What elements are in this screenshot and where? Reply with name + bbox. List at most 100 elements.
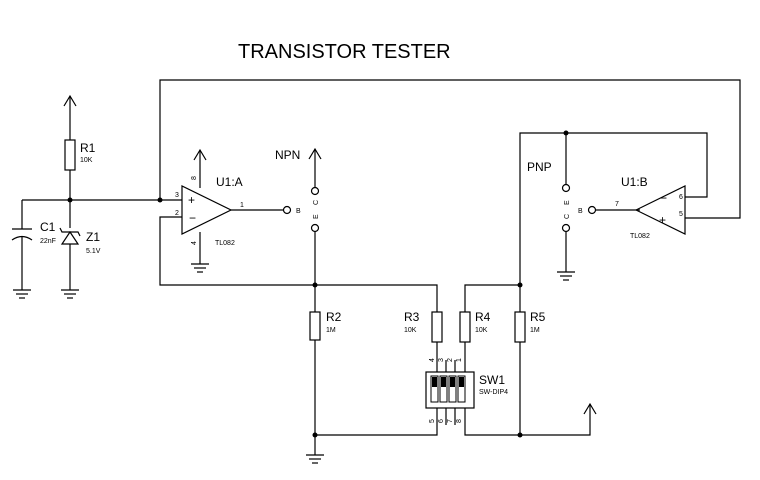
sw1-pin: 5 (429, 419, 436, 423)
sw1-pin: 3 (438, 358, 445, 362)
u1b-pin: 7 (615, 201, 619, 208)
u1a-pin: 4 (191, 241, 198, 245)
dip-switch-slot[interactable] (457, 375, 466, 403)
dip-switch-toggle (459, 377, 464, 387)
zener-z1: Z1 5.1V (59, 227, 101, 255)
power-arrow-icon (583, 402, 597, 415)
resistor-icon (64, 139, 76, 171)
u1a-plus: + (188, 193, 195, 207)
power-arrow-icon (63, 94, 77, 107)
dip-switch-slot[interactable] (448, 375, 457, 403)
sw1-pin: 7 (447, 419, 454, 423)
resistor-icon (459, 311, 471, 343)
resistor-r5: R5 1M (514, 310, 546, 343)
r2-value: 1M (326, 327, 336, 334)
resistor-icon (431, 311, 443, 343)
r1-ref: R1 (80, 141, 96, 155)
dip-switch-body (425, 371, 475, 409)
sw1-pin: 6 (438, 419, 445, 423)
resistor-r1: R1 10K (64, 139, 96, 171)
junction-dot (517, 282, 523, 288)
r2-ref: R2 (326, 310, 342, 324)
pnp-pin-c: C (564, 214, 571, 219)
capacitor-plate (11, 235, 33, 241)
socket-pin-c[interactable] (561, 223, 571, 233)
u1a-pin: 1 (240, 202, 244, 209)
opamp-icon (181, 185, 233, 235)
socket-pin-e[interactable] (561, 183, 571, 193)
u1b-pin: 6 (679, 194, 683, 201)
ground-icon (13, 289, 31, 299)
junction-dot (517, 432, 523, 438)
socket-pin-b[interactable] (587, 205, 597, 215)
sw1-value: SW-DIP4 (479, 389, 508, 396)
wires (21, 79, 741, 455)
u1b-pin: 5 (679, 211, 683, 218)
sw1-ref: SW1 (479, 373, 505, 387)
resistor-icon (514, 311, 526, 343)
z1-ref: Z1 (86, 230, 100, 244)
pnp-pin-e: E (564, 200, 571, 205)
u1b-minus: − (660, 191, 667, 205)
junction-dot (67, 197, 73, 203)
ground-icon (191, 263, 209, 273)
r5-value: 1M (530, 327, 540, 334)
ground-icon (306, 454, 324, 464)
schematic-title: TRANSISTOR TESTER (238, 41, 451, 63)
r3-ref: R3 (404, 310, 420, 324)
c1-value: 22nF (40, 238, 56, 245)
npn-pin-b: B (296, 208, 301, 215)
dip-switch-sw1: SW1 SW-DIP4 4 3 2 1 5 6 7 8 (425, 358, 508, 423)
ground-icon (557, 271, 575, 281)
u1a-ref: U1:A (216, 175, 243, 189)
junction-dot (563, 130, 569, 136)
power-arrow-icon (193, 148, 207, 161)
u1a-minus: − (189, 211, 196, 225)
socket-pin-c[interactable] (310, 186, 320, 196)
r4-value: 10K (475, 327, 488, 334)
u1a-pin: 8 (191, 176, 198, 180)
junction-dot (157, 197, 163, 203)
r5-ref: R5 (530, 310, 546, 324)
pnp-socket: PNP B E C (527, 160, 597, 233)
r3-value: 10K (404, 327, 417, 334)
u1a-pin: 2 (175, 210, 179, 217)
npn-socket: NPN B E C (275, 148, 320, 233)
capacitor-c1: C1 22nF (11, 220, 56, 245)
npn-label: NPN (275, 148, 300, 162)
dip-switch-toggle (432, 377, 437, 387)
sw1-pin: 8 (456, 419, 463, 423)
resistor-r3: R3 10K (404, 310, 443, 343)
zener-diode-icon (60, 230, 80, 245)
socket-pin-b[interactable] (282, 205, 292, 215)
z1-value: 5.1V (86, 248, 101, 255)
resistor-icon (309, 311, 321, 341)
u1a-pin: 3 (175, 192, 179, 199)
junctions (67, 130, 569, 438)
sw1-pin: 4 (429, 358, 436, 362)
sw1-pin: 1 (456, 358, 463, 362)
dip-switch-slot[interactable] (439, 375, 448, 403)
resistor-r4: R4 10K (459, 310, 491, 343)
u1b-ref: U1:B (621, 175, 648, 189)
npn-pin-e: E (313, 214, 320, 219)
npn-pin-c: C (313, 200, 320, 205)
resistor-r2: R2 1M (309, 310, 342, 341)
u1b-plus: + (659, 213, 666, 227)
dip-switch-toggle (450, 377, 455, 387)
opamp-u1b: − + U1:B TL082 6 5 7 (615, 175, 686, 240)
pnp-pin-b: B (578, 208, 583, 215)
pnp-label: PNP (527, 160, 552, 174)
r4-ref: R4 (475, 310, 491, 324)
c1-ref: C1 (40, 220, 56, 234)
power-arrow-icon (308, 147, 322, 160)
junction-dot (312, 282, 318, 288)
r1-value: 10K (80, 157, 93, 164)
u1a-value: TL082 (215, 240, 235, 247)
opamp-u1a: + − U1:A TL082 3 2 1 8 4 (175, 175, 244, 247)
dip-switch-slot[interactable] (430, 375, 439, 403)
socket-pin-e[interactable] (310, 223, 320, 233)
ground-icon (61, 289, 79, 299)
dip-switch-toggle (441, 377, 446, 387)
